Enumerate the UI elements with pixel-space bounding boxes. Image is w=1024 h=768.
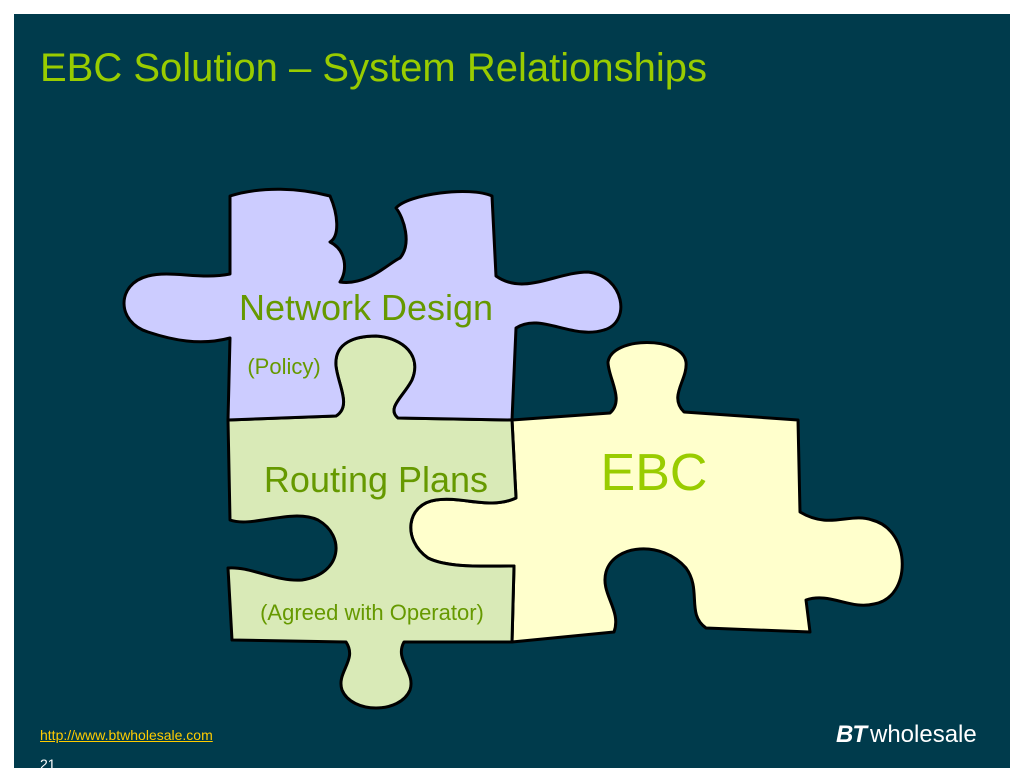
ebc-label: EBC <box>601 444 708 502</box>
footer-url-link[interactable]: http://www.btwholesale.com <box>40 727 213 743</box>
network-design-label: Network Design <box>239 287 493 328</box>
brand-wholesale: wholesale <box>870 721 977 748</box>
brand-bt: BT <box>836 721 867 748</box>
bt-wholesale-logo: BT wholesale <box>836 718 977 752</box>
policy-label: (Policy) <box>247 354 320 379</box>
agreed-with-operator-label: (Agreed with Operator) <box>260 600 484 625</box>
page-number: 21 <box>40 756 56 768</box>
routing-plans-label: Routing Plans <box>264 459 488 500</box>
puzzle-piece-network-design <box>122 187 623 422</box>
slide-title: EBC Solution – System Relationships <box>40 46 707 90</box>
